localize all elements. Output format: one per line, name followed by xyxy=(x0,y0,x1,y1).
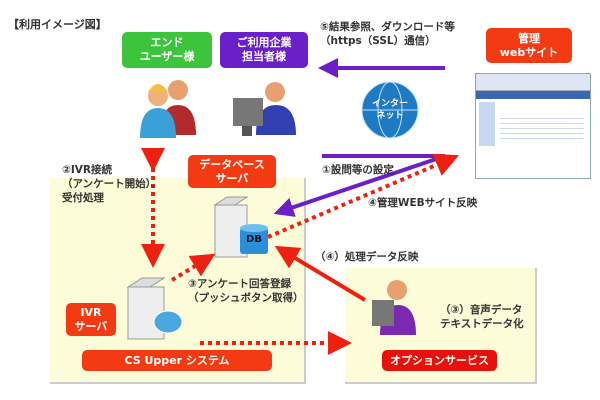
step3-text: ③アンケート回答登録 （プッシュボタン取得） xyxy=(188,277,304,305)
step2-text: ②IVR接続 （アンケート開始）、受付処理 xyxy=(62,163,161,205)
admin-text-1: 管理 xyxy=(518,31,540,45)
internet-text-2: ネット xyxy=(376,111,404,121)
step4-option-text: （④）処理データ反映 xyxy=(315,251,419,263)
step3-option-text: （③）音声データテキストデータ化 xyxy=(440,303,524,331)
company-text-2: 担当者様 xyxy=(242,50,286,63)
ivr-server-icon xyxy=(126,277,183,340)
step5-line1: ⑤結果参照、ダウンロード等 xyxy=(320,21,455,33)
company-staff-icon xyxy=(233,82,296,136)
db-label: DB xyxy=(246,234,262,245)
operator-icon xyxy=(372,280,416,335)
step5-line2: （https（SSL）通信） xyxy=(320,35,436,47)
end-user-label: エンドユーザー様 xyxy=(122,32,212,68)
internet-text-1: インター xyxy=(371,99,408,109)
company-staff-label: ご利用企業担当者様 xyxy=(220,32,308,68)
step3-option-line2: テキストデータ化 xyxy=(440,318,524,330)
diagram-title: 【利用イメージ図】 xyxy=(8,18,107,31)
db-server-text-2: サーバ xyxy=(215,171,249,185)
step5-text: ⑤結果参照、ダウンロード等 （https（SSL）通信） xyxy=(320,20,455,48)
step3-line2: （プッシュボタン取得） xyxy=(188,292,304,304)
internet-globe-icon xyxy=(361,81,419,139)
cs-upper-system-label: CS Upper システム xyxy=(82,350,272,371)
admin-text-2: webサイト xyxy=(499,45,559,59)
end-user-text-2: ユーザー様 xyxy=(139,50,195,63)
end-users-icon xyxy=(140,80,196,138)
ivr-text-1: IVR xyxy=(80,305,102,319)
arrow-ivr-to-db xyxy=(170,253,216,282)
step4-text: ④管理WEBサイト反映 xyxy=(368,197,478,209)
step2-line1: ②IVR接続 xyxy=(62,164,113,176)
db-server-text-1: データベース xyxy=(199,157,265,171)
database-server-icon xyxy=(213,196,268,258)
option-service-label: オプションサービス xyxy=(382,350,497,371)
arrow-option-to-db xyxy=(274,245,367,302)
db-server-label: データベースサーバ xyxy=(188,155,276,188)
arrow-db-to-admin xyxy=(267,153,460,239)
admin-website-screenshot xyxy=(475,73,591,179)
ivr-text-2: サーバ xyxy=(74,319,108,333)
cs-upper-area xyxy=(50,178,306,384)
step2-line3: 受付処理 xyxy=(62,192,104,204)
company-text-1: ご利用企業 xyxy=(236,36,292,49)
end-user-text-1: エンド xyxy=(150,36,184,49)
step3-line1: ③アンケート回答登録 xyxy=(188,278,291,290)
internet-label: インターネット xyxy=(362,96,418,124)
step3-option-line1: （③）音声データ xyxy=(440,304,523,316)
step2-line2: （アンケート開始）、 xyxy=(62,178,162,190)
step1-text: ①設問等の設定 xyxy=(322,164,394,176)
